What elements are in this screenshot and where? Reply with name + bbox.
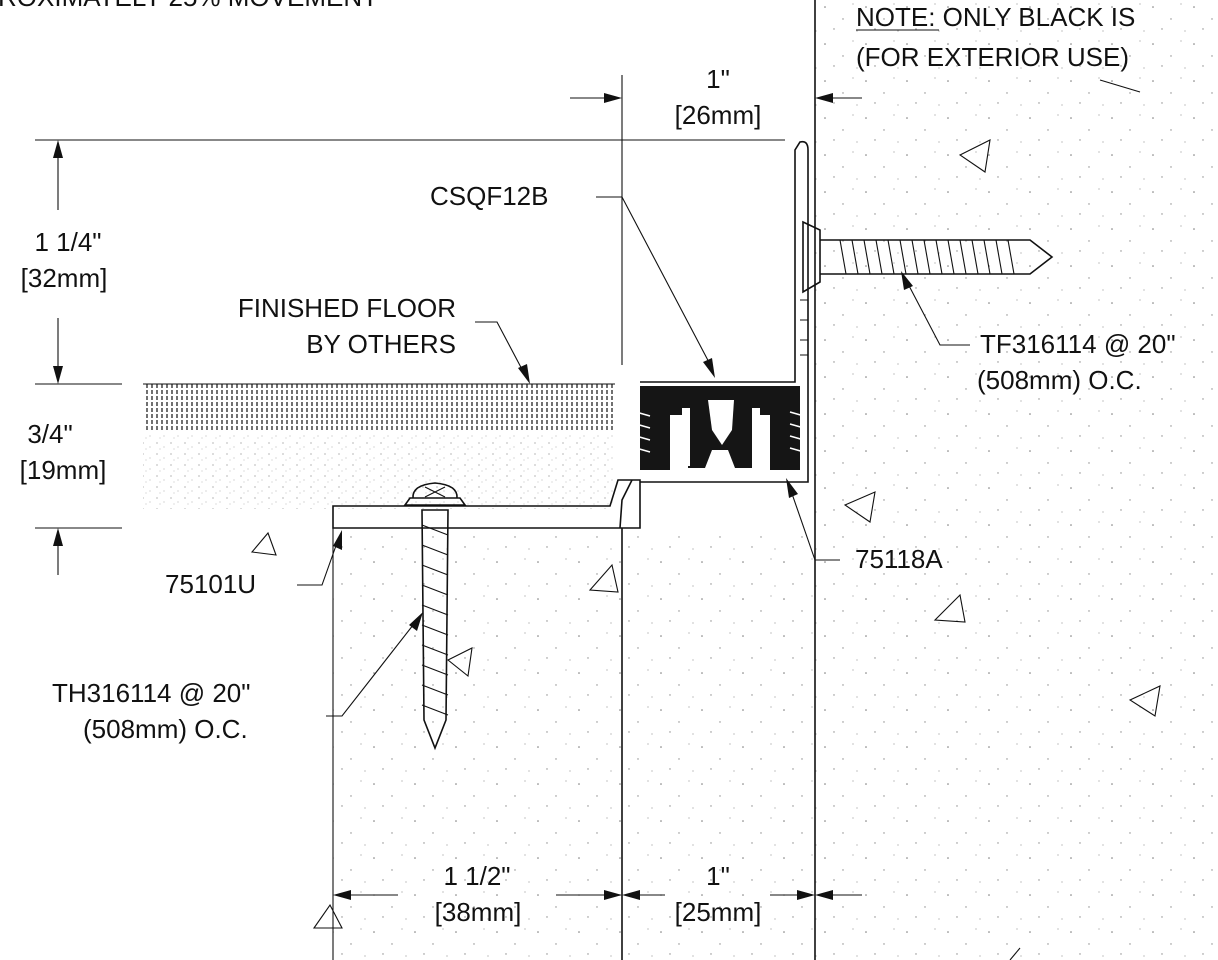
header-cut-text: ROXIMATELY 25% MOVEMENT <box>0 0 378 12</box>
note-label: NOTE: <box>856 2 935 32</box>
callout-wall-screw-arrowhead <box>901 271 913 290</box>
callout-wall-screw-line1: TF316114 @ 20" <box>980 329 1176 359</box>
floor-slab-concrete <box>333 528 622 960</box>
left-dim-arrowhead-top <box>53 140 63 158</box>
concrete-aggregate-marks <box>250 79 1161 960</box>
callout-frame-label: 75118A <box>855 544 943 574</box>
bottom-dim-left-metric: [38mm] <box>435 897 522 927</box>
callout-floor-screw-arrowhead <box>409 612 423 631</box>
callout-floor-screw-leader <box>326 619 418 717</box>
bottom-dim-left-value: 1 1/2" <box>443 861 510 891</box>
callout-base-plate-label: 75101U <box>165 569 256 599</box>
finished-floor-carpet <box>143 384 615 432</box>
frame-profile <box>640 140 809 483</box>
note-line-2: (FOR EXTERIOR USE) <box>856 42 1129 72</box>
callout-seal-arrowhead <box>703 358 715 378</box>
left-dim-upper-value: 1 1/4" <box>34 227 101 257</box>
bottom-dim-right-value: 1" <box>706 861 730 891</box>
callout-frame-arrowhead <box>786 478 798 498</box>
top-dim-metric: [26mm] <box>675 100 762 130</box>
left-dim-upper-metric: [32mm] <box>21 263 108 293</box>
bottom-dim-arrowhead-a <box>333 890 351 900</box>
joint-gap-concrete <box>622 528 815 960</box>
callout-seal-leader <box>596 196 713 369</box>
bottom-dim-arrowhead-d <box>797 890 815 900</box>
top-dim-arrowhead-left <box>604 93 622 103</box>
floor-underlayment <box>143 433 618 509</box>
callout-floor-screw-line2: (508mm) O.C. <box>83 714 248 744</box>
callout-base-plate-leader <box>297 539 339 586</box>
frame-ribs <box>800 299 808 356</box>
wall-screw-icon <box>802 220 1054 294</box>
base-plate-profile <box>332 479 641 529</box>
callout-floor-line2: BY OTHERS <box>306 329 456 359</box>
left-dim-lower-metric: [19mm] <box>20 455 107 485</box>
left-dim-lower-value: 3/4" <box>27 419 72 449</box>
floor-screw-icon <box>403 482 467 751</box>
left-dim-arrowhead-mid <box>53 366 63 384</box>
callout-base-plate-arrowhead <box>333 530 342 550</box>
bottom-dim-arrowhead-c <box>622 890 640 900</box>
base-plate-bend <box>619 479 633 529</box>
left-dim-arrowhead-bottom <box>53 528 63 546</box>
callout-floor-arrowhead <box>518 364 530 384</box>
note-text: ONLY BLACK IS <box>935 2 1135 32</box>
callout-floor-screw-line1: TH316114 @ 20" <box>52 678 250 708</box>
bottom-dim-right-metric: [25mm] <box>675 897 762 927</box>
callout-seal-label: CSQF12B <box>430 181 549 211</box>
bottom-dim-arrowhead-e <box>815 890 833 900</box>
callout-wall-screw-leader <box>905 279 970 346</box>
wall-concrete <box>815 0 1218 960</box>
top-dim-value: 1" <box>706 64 730 94</box>
callout-wall-screw-line2: (508mm) O.C. <box>977 365 1142 395</box>
top-dim-arrowhead-right <box>815 93 833 103</box>
callout-frame-leader <box>789 487 840 561</box>
note-line-1: NOTE: ONLY BLACK IS <box>856 2 1135 32</box>
bottom-dim-arrowhead-b <box>604 890 622 900</box>
seal-insert <box>635 386 805 470</box>
callout-floor-leader <box>475 321 526 376</box>
callout-floor-line1: FINISHED FLOOR <box>238 293 456 323</box>
